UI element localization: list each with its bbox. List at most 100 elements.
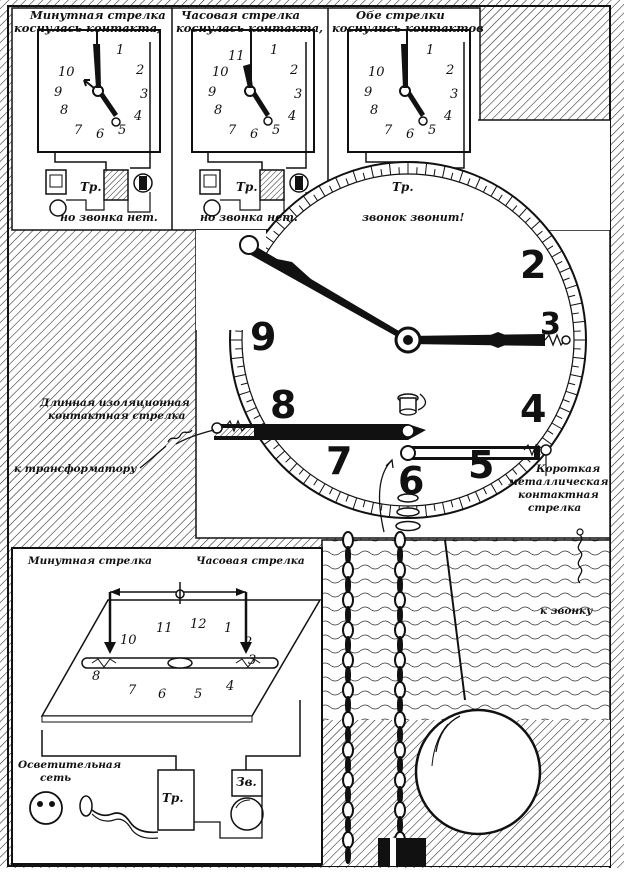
big-numeral-7: 7 — [326, 442, 352, 480]
inset-dial-numeral: 6 — [158, 688, 166, 701]
short-arm-label-line4: стрелка — [528, 503, 581, 514]
small-dial-numeral: 4 — [444, 110, 452, 123]
chain-link — [398, 697, 402, 713]
small-dial-numeral: 9 — [54, 86, 62, 99]
small-dial-numeral: 3 — [294, 88, 302, 101]
chain-link — [398, 667, 402, 683]
chain-link — [343, 832, 353, 848]
chain-link — [395, 802, 405, 818]
small-dial-numeral: 4 — [288, 110, 296, 123]
chain-link — [343, 742, 353, 758]
small-dial-numeral: 7 — [228, 124, 236, 137]
small-dial-numeral: 7 — [74, 124, 82, 137]
chain-link — [343, 652, 353, 668]
chain-link — [398, 577, 402, 593]
chain-link — [343, 772, 353, 788]
panel-1-transformer-label: Тр. — [80, 181, 102, 193]
inset-dial-numeral: 8 — [92, 670, 100, 683]
chain-link — [395, 532, 405, 548]
big-numeral-8: 8 — [270, 386, 296, 424]
small-dial-numeral: 11 — [228, 50, 245, 63]
long-arm-label-line1: Длинная изоляционная — [40, 398, 190, 409]
small-dial-numeral: 4 — [134, 110, 142, 123]
chain-link — [343, 682, 353, 698]
small-dial-numeral: 5 — [428, 124, 436, 137]
short-arm-label-line1: Короткая — [536, 464, 600, 475]
chain-link — [346, 787, 350, 803]
chain-link — [346, 547, 350, 563]
inset-dial-numeral: 11 — [156, 622, 173, 635]
inset-dial-numeral: 12 — [190, 618, 207, 631]
big-numeral-2: 2 — [520, 246, 546, 284]
chain-link — [395, 562, 405, 578]
chain-link — [395, 682, 405, 698]
small-dial-numeral: 1 — [426, 44, 434, 57]
panel-3-caption-line2: коснулись контактов — [332, 23, 484, 35]
chain-link — [346, 637, 350, 653]
inset-dial-numeral: 7 — [128, 684, 136, 697]
chain-link — [343, 622, 353, 638]
chain-link — [343, 592, 353, 608]
small-dial-numeral: 2 — [446, 64, 454, 77]
inset-dial-numeral: 2 — [244, 636, 252, 649]
small-dial-numeral: 6 — [406, 128, 414, 141]
panel-1-caption-line2: коснулась контакта, — [14, 23, 161, 35]
chain-link — [398, 637, 402, 653]
inset-dial-numeral: 4 — [226, 680, 234, 693]
big-numeral-4: 4 — [520, 390, 546, 428]
chain-link — [343, 562, 353, 578]
chain-link — [395, 592, 405, 608]
chain-link — [398, 727, 402, 743]
panel-2-footer: но звонка нет. — [200, 212, 298, 223]
small-dial-numeral: 1 — [116, 44, 124, 57]
big-numeral-6: 6 — [398, 462, 424, 500]
panel-2-caption-line1: Часовая стрелка — [181, 10, 300, 22]
big-numeral-3: 3 — [540, 310, 561, 340]
small-dial-numeral: 5 — [118, 124, 126, 137]
small-dial-numeral: 1 — [270, 44, 278, 57]
panel-3-caption-line1: Обе стрелки — [356, 10, 445, 22]
transformer-label: к трансформатору — [14, 464, 136, 475]
chain-link — [395, 622, 405, 638]
small-dial-numeral: 2 — [290, 64, 298, 77]
chain-link — [395, 712, 405, 728]
chain-link — [343, 802, 353, 818]
chain-link — [346, 607, 350, 623]
chain-link — [398, 607, 402, 623]
chain-link — [343, 712, 353, 728]
inset-dial-numeral: 5 — [194, 688, 202, 701]
panel-2-transformer-label: Тр. — [236, 181, 258, 193]
inset-dial-numeral: 3 — [248, 654, 256, 667]
panel-3-transformer-label: Тр. — [392, 181, 414, 193]
chain-link — [346, 667, 350, 683]
small-dial-numeral: 9 — [364, 86, 372, 99]
inset-hour-label: Часовая стрелка — [196, 556, 305, 567]
inset-dial-numeral: 1 — [224, 622, 232, 635]
small-dial-numeral: 8 — [214, 104, 222, 117]
inset-transformer-label: Тр. — [162, 792, 184, 804]
mains-label-line2: сеть — [40, 773, 71, 784]
small-dial-numeral: 8 — [370, 104, 378, 117]
small-dial-numeral: 8 — [60, 104, 68, 117]
chain-link — [398, 547, 402, 563]
small-dial-numeral: 2 — [136, 64, 144, 77]
chain-link — [346, 817, 350, 833]
chain-link — [395, 772, 405, 788]
panel-1-footer: но звонка нет. — [60, 212, 158, 223]
chain-link — [346, 757, 350, 773]
small-dial-numeral: 10 — [212, 66, 229, 79]
small-dial-numeral: 6 — [96, 128, 104, 141]
small-dial-numeral: 7 — [384, 124, 392, 137]
chain-link — [346, 697, 350, 713]
panel-2-caption-line2: коснулась контакта, — [176, 23, 323, 35]
chain-link — [395, 652, 405, 668]
chain-link — [398, 757, 402, 773]
panel-1-caption-line1: Минутная стрелка — [30, 10, 166, 22]
inset-minute-label: Минутная стрелка — [28, 556, 152, 567]
big-numeral-5: 5 — [468, 446, 494, 484]
long-arm-label-line2: контактная стрелка — [48, 411, 185, 422]
small-dial-numeral: 10 — [368, 66, 385, 79]
small-dial-numeral: 9 — [208, 86, 216, 99]
inset-dial-numeral: 10 — [120, 634, 137, 647]
